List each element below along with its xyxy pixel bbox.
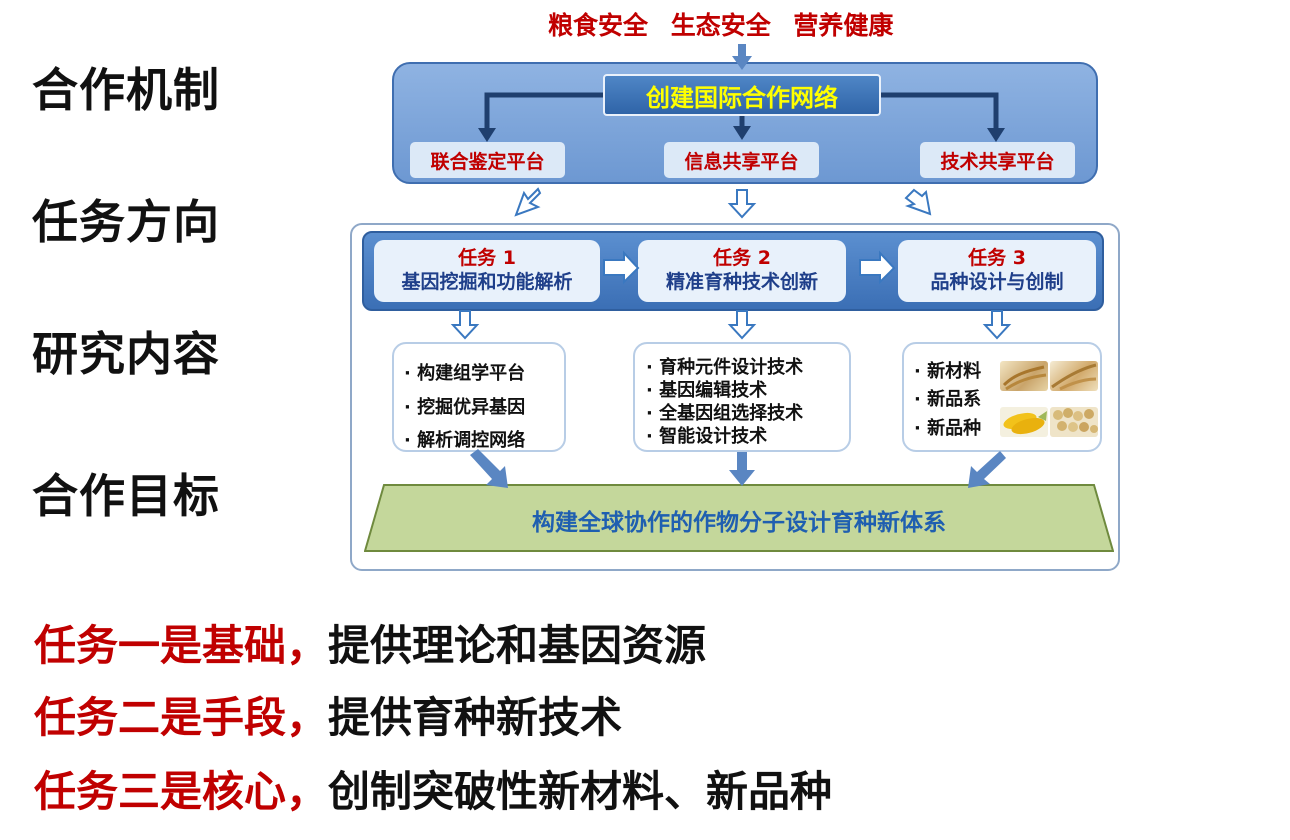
summary-1-rest: 提供理论和基因资源: [328, 621, 707, 670]
content-3-item: 新品系: [914, 385, 981, 411]
content-3-item: 新品种: [914, 414, 981, 440]
content-2-item: 智能设计技术: [646, 422, 767, 448]
goals-line: 粮食安全 生态安全 营养健康: [548, 11, 894, 40]
soybean-image: [1050, 407, 1098, 437]
task-to-content-arrows: [450, 310, 1012, 340]
task-2-name: 精准育种技术创新: [665, 271, 818, 293]
summary-line-2: 任务二是手段，提供育种新技术: [34, 684, 622, 745]
summary-2-lead: 任务二是手段，: [34, 693, 329, 742]
summary-3-lead: 任务三是核心，: [34, 767, 329, 816]
summary-3-rest: 创制突破性新材料、新品种: [328, 767, 833, 816]
summary-line-1: 任务一是基础，提供理论和基因资源: [34, 612, 706, 673]
task-3-card: 任务 3 品种设计与创制: [898, 240, 1096, 302]
platform-technology-sharing: 技术共享平台: [920, 142, 1075, 178]
wheat-image: [1050, 361, 1098, 391]
task-2-number: 任务 2: [713, 247, 771, 269]
wheat-icon: [1051, 363, 1097, 391]
summary-1-lead: 任务一是基础，: [34, 621, 329, 670]
content-3-item: 新材料: [914, 357, 981, 383]
summary-line-3: 任务三是核心，创制突破性新材料、新品种: [34, 758, 832, 819]
task-2-card: 任务 2 精准育种技术创新: [638, 240, 846, 302]
content-1-item: 解析调控网络: [404, 426, 525, 452]
wheat-image: [1000, 361, 1048, 391]
platform-joint-identification: 联合鉴定平台: [410, 142, 565, 178]
task-3-number: 任务 3: [968, 247, 1026, 269]
content-1-item: 挖掘优异基因: [404, 393, 525, 419]
content-2-item: 基因编辑技术: [646, 376, 767, 402]
soybean-icon: [1053, 408, 1098, 433]
content-1-item: 构建组学平台: [404, 359, 525, 385]
summary-2-rest: 提供育种新技术: [328, 693, 623, 742]
task-3-name: 品种设计与创制: [930, 271, 1064, 293]
corn-icon: [1003, 411, 1047, 435]
wheat-icon: [1002, 365, 1047, 391]
corn-image: [1000, 407, 1048, 437]
hollow-arrows-to-tasks: [514, 187, 932, 219]
content-2-item: 育种元件设计技术: [646, 353, 803, 379]
row-label-task-direction: 任务方向: [32, 195, 220, 249]
task-1-number: 任务 1: [458, 247, 516, 269]
content-2-item: 全基因组选择技术: [646, 399, 803, 425]
task-chain-arrows: [603, 250, 896, 285]
task-1-name: 基因挖掘和功能解析: [401, 271, 573, 293]
row-label-research-content: 研究内容: [32, 327, 220, 381]
content-to-target-arrows: [470, 449, 1006, 488]
row-label-cooperation-goal: 合作目标: [32, 469, 220, 523]
platform-information-sharing: 信息共享平台: [664, 142, 819, 178]
target-text: 构建全球协作的作物分子设计育种新体系: [532, 510, 946, 536]
target-banner: [364, 484, 1114, 552]
row-label-cooperation-mechanism: 合作机制: [32, 63, 220, 117]
branch-arrowheads: [478, 126, 1005, 142]
top-down-arrow: [732, 44, 752, 70]
task-1-card: 任务 1 基因挖掘和功能解析: [374, 240, 600, 302]
network-title: 创建国际合作网络: [603, 74, 881, 116]
